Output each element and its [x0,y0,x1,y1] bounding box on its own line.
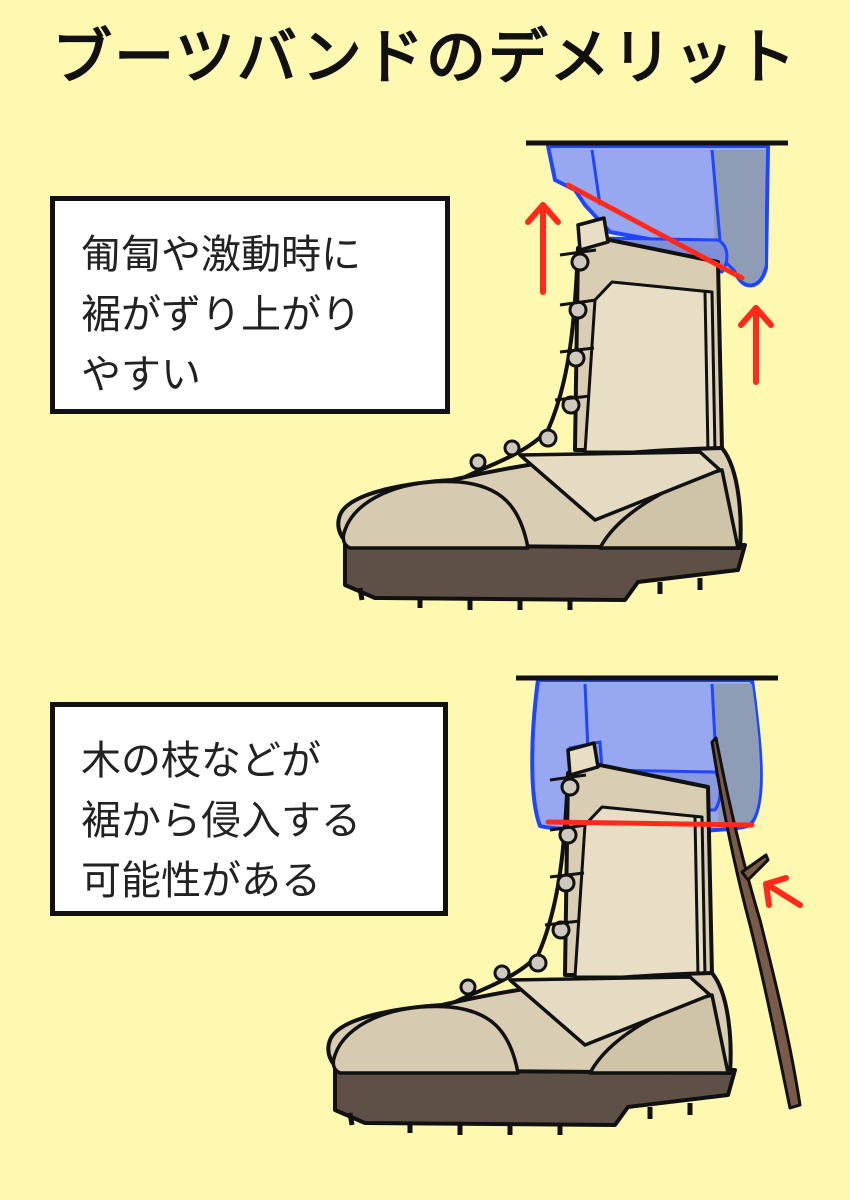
boot-illustration-ride-up [338,140,788,610]
caption-line: 木の枝などが [81,738,321,784]
arrow-up-icon [738,305,774,385]
caption-line: やすい [81,352,201,398]
ride-up-markers [525,182,774,385]
arrow-up-icon [525,202,561,295]
hem-line-marker [545,819,755,828]
boot-illustration-branch [328,675,778,1135]
arrow-upleft-icon [763,875,803,908]
caption-line: 匍匐や激動時に [81,232,361,278]
hem-line-marker [565,182,745,281]
caption-line: 裾がずり上がり [81,292,361,338]
intrusion-markers [545,819,803,908]
caption-box-branch-intrusion: 木の枝などが 裾から侵入する 可能性がある [50,702,448,916]
caption-box-ride-up: 匍匐や激動時に 裾がずり上がり やすい [50,196,450,414]
branch-illustration [710,736,802,1110]
caption-line: 可能性がある [81,858,321,904]
caption-line: 裾から侵入する [81,798,361,844]
page-title: ブーツバンドのデメリット [52,23,798,93]
